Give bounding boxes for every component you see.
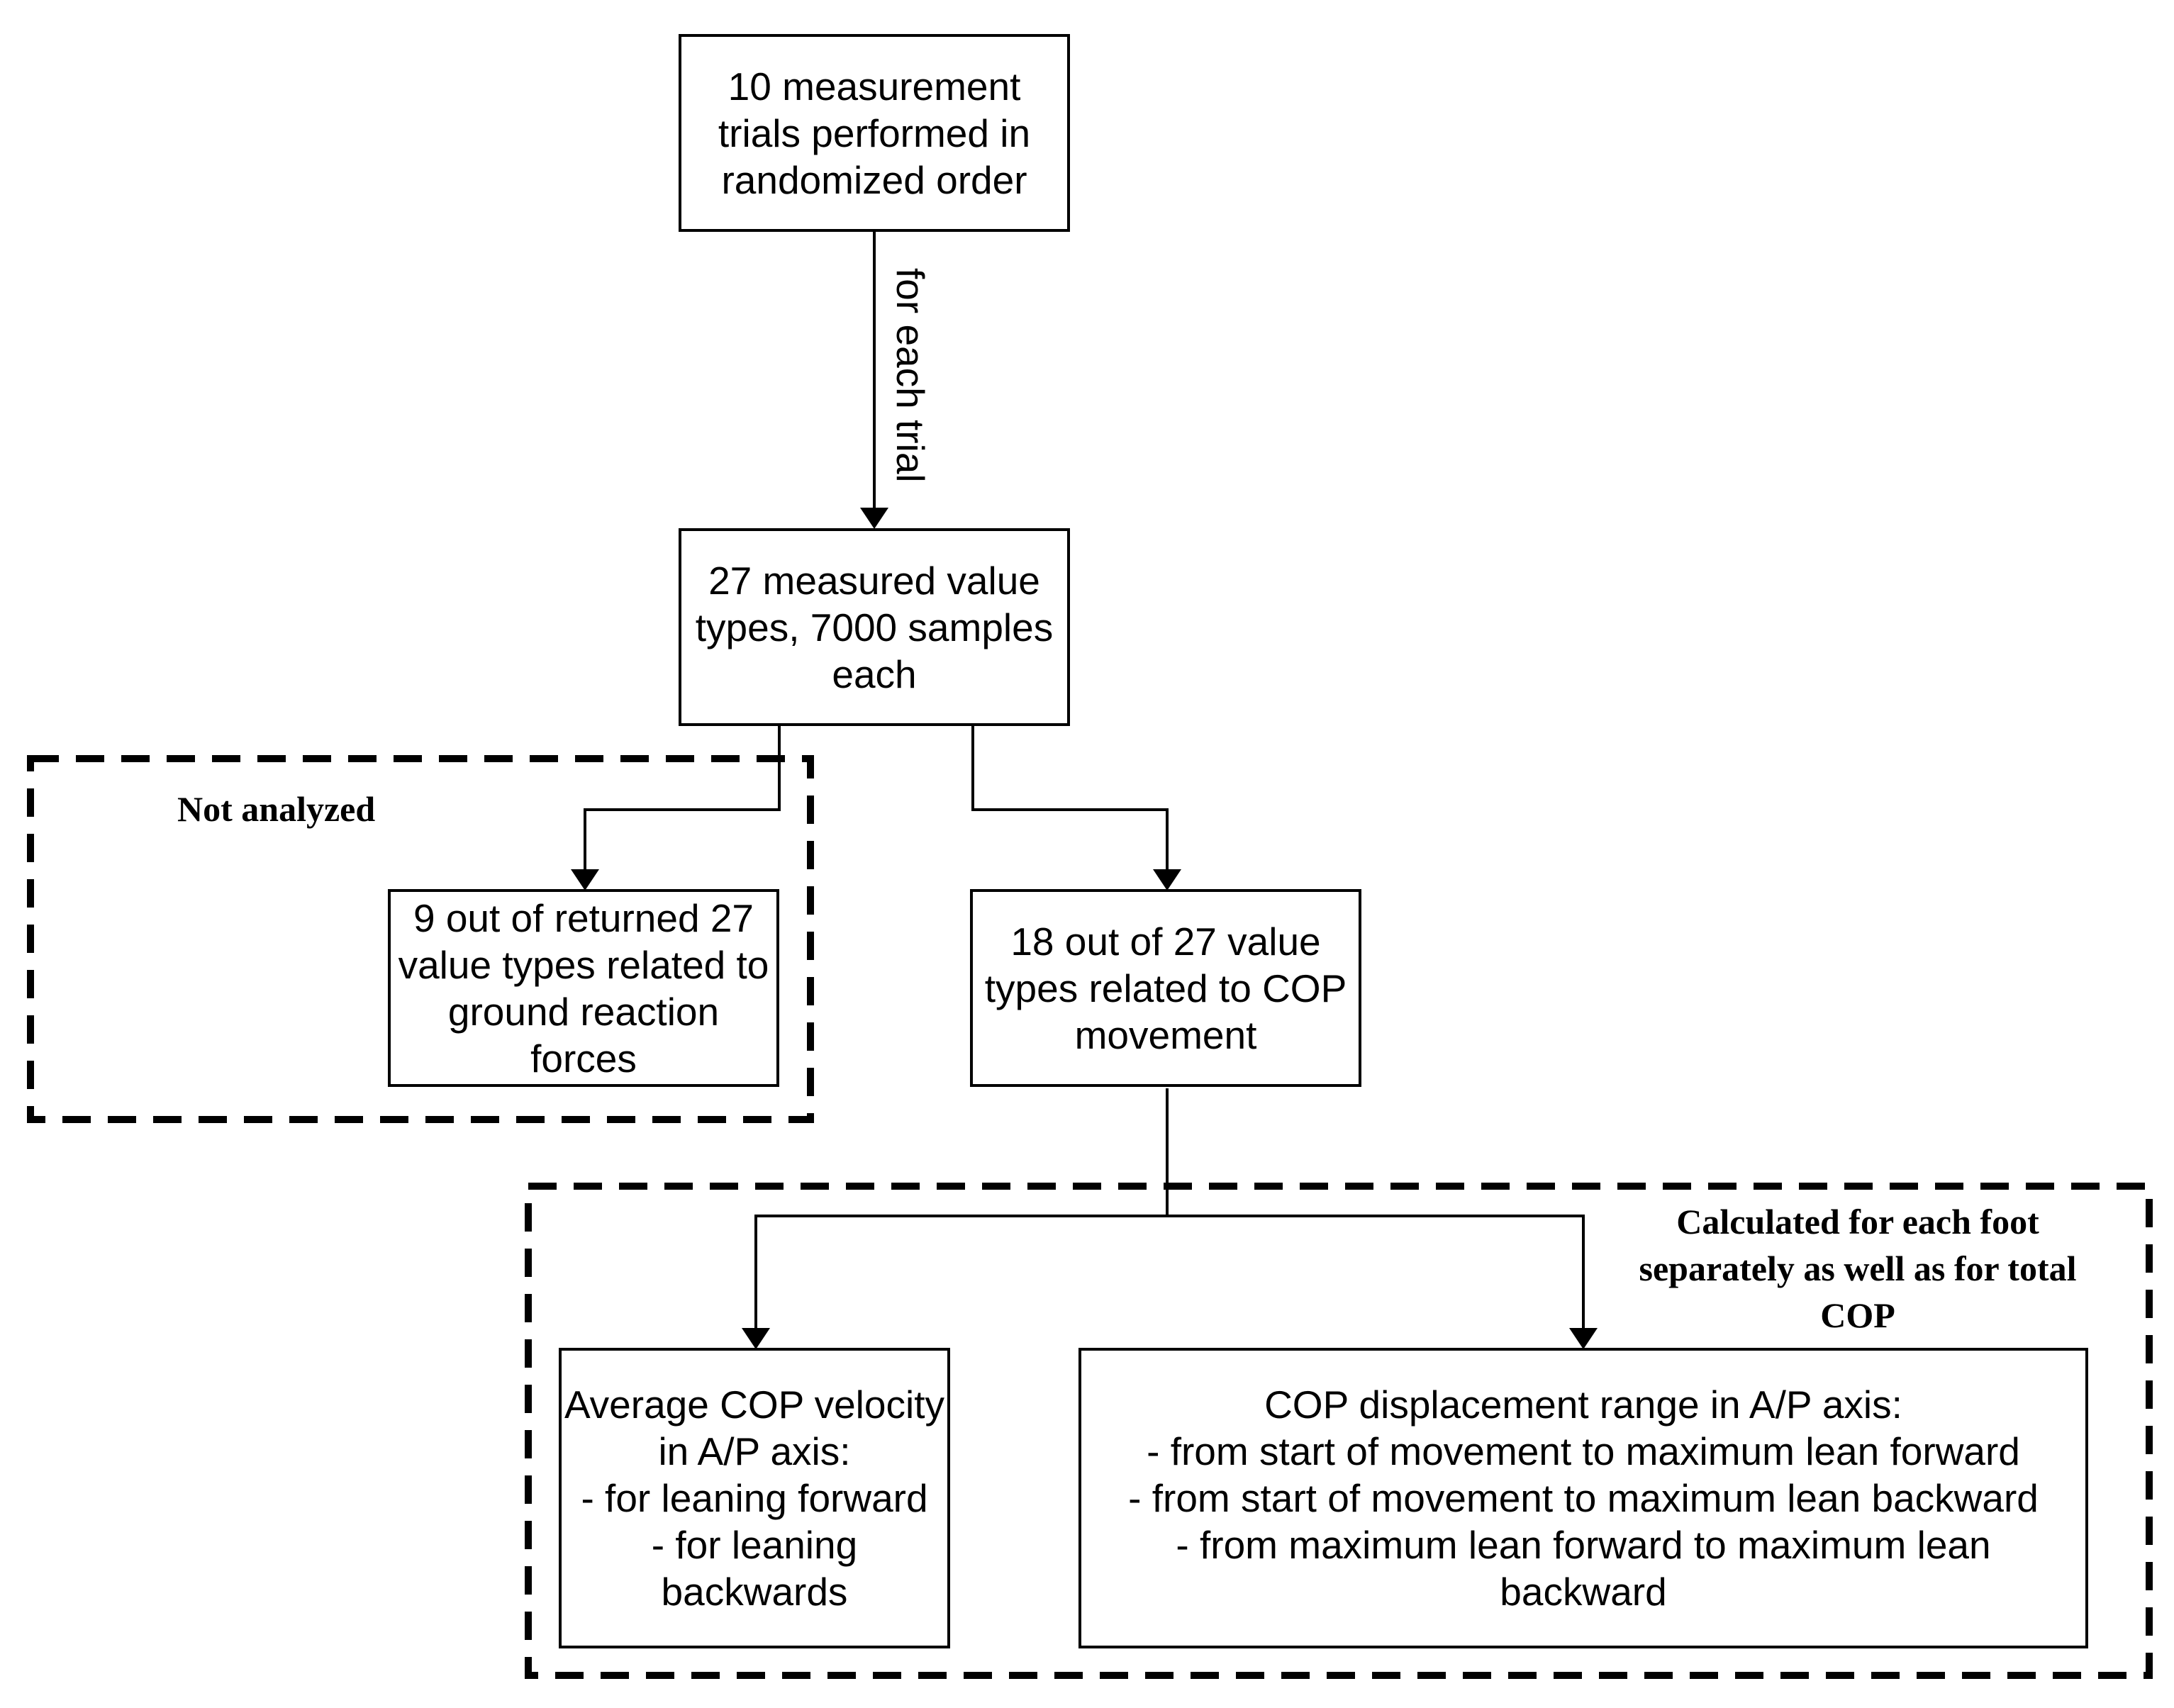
node-line: types, 7000 samples [695,605,1054,649]
node-line: movement [1074,1012,1257,1057]
node-line: ground reaction [447,989,720,1034]
node-line: backward [1500,1570,1667,1614]
node-line: randomized order [721,157,1027,202]
label-line: Calculated for each foot [1676,1202,2039,1241]
node-cop-displacement-range: COP displacement range in A/P axis: - fr… [1078,1348,2088,1648]
arrow-cop-to-velocity [754,1088,1169,1345]
node-line: - for leaning forward [581,1476,928,1520]
node-line: forces [530,1036,637,1081]
arrow-measured-to-cop [971,725,1169,886]
node-line: types related to COP [984,966,1347,1010]
node-line: value types related to [398,942,769,987]
arrow-measured-to-grf [584,725,781,886]
node-line: 27 measured value [708,558,1040,603]
node-line: COP displacement range in A/P axis: [1264,1383,1902,1427]
label-line: separately as well as for total [1639,1249,2077,1288]
arrowhead-velocity [742,1328,770,1349]
node-line: - for leaning [651,1523,858,1567]
node-ground-reaction-forces: 9 out of returned 27 value types related… [388,889,779,1087]
label-line: COP [1820,1295,1895,1335]
arrow-cop-to-displacement [1167,1215,1585,1345]
node-cop-movement: 18 out of 27 value types related to COP … [970,889,1361,1087]
node-line: - from maximum lean forward to maximum l… [1176,1523,1991,1567]
arrowhead-grf [571,869,599,891]
node-line: 10 measurement [728,64,1021,108]
arrowhead-displacement [1569,1328,1598,1349]
calculated-label: Calculated for each foot separately as w… [1599,1198,2117,1339]
edge-label-for-each-trial: for each trial [888,268,932,483]
node-line: 9 out of returned 27 [413,895,754,940]
node-line: - from start of movement to maximum lean… [1147,1429,2020,1473]
arrowhead-measured [860,508,888,529]
node-average-cop-velocity: Average COP velocity in A/P axis: - for … [559,1348,950,1648]
node-line: backwards [661,1570,848,1614]
node-line: in A/P axis: [658,1429,851,1473]
node-line: 18 out of 27 value [1010,919,1321,964]
arrowhead-cop [1153,869,1181,891]
node-line: each [832,652,917,696]
calculated-group-border [525,1183,2153,1679]
node-measurement-trials: 10 measurement trials performed in rando… [679,34,1070,232]
node-line: trials performed in [718,111,1031,155]
not-analyzed-label: Not analyzed [177,789,376,829]
node-line: - from start of movement to maximum lean… [1128,1476,2039,1520]
node-line: Average COP velocity [564,1383,944,1427]
not-analyzed-group-border [27,755,814,1123]
node-measured-value-types: 27 measured value types, 7000 samples ea… [679,528,1070,726]
